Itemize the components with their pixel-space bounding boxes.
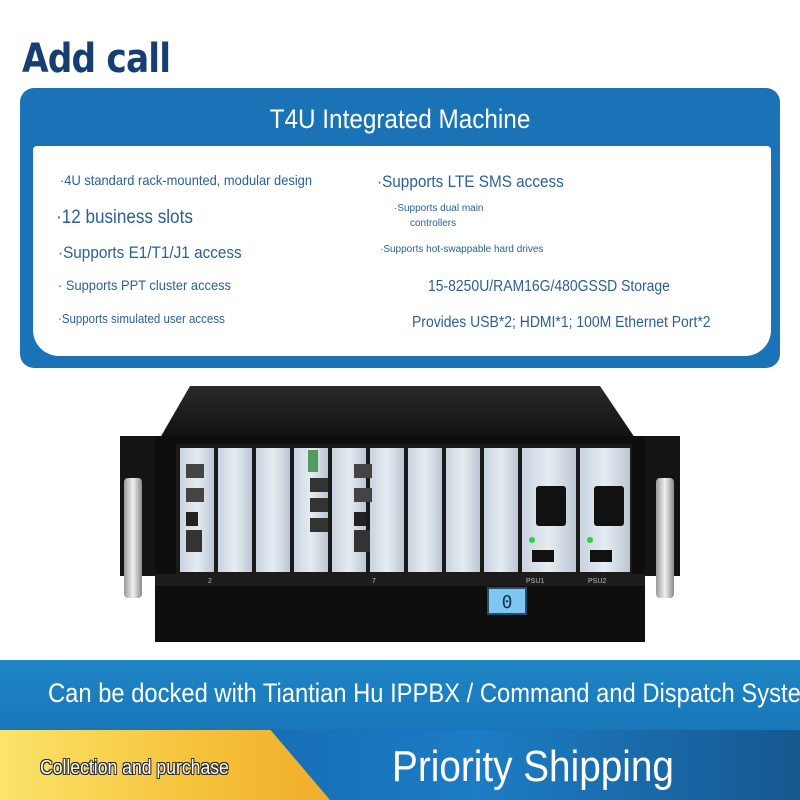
collection-purchase-label[interactable]: Collection and purchase	[40, 757, 229, 779]
feature-simulated-user: ·Supports simulated user access	[58, 312, 225, 326]
feature-e1-t1-j1: ·Supports E1/T1/J1 access	[58, 243, 242, 262]
card-title: T4U Integrated Machine	[269, 104, 531, 134]
feature-dual-main-line1: ·Supports dual main	[394, 203, 484, 214]
feature-ports: Provides USB*2; HDMI*1; 100M Ethernet Po…	[412, 314, 711, 331]
feature-dual-main: ·Supports dual main controllers	[394, 201, 484, 231]
slot-label-2: 2	[208, 578, 212, 585]
dock-banner	[0, 660, 800, 730]
slot-label-7: 7	[372, 578, 376, 585]
feature-dual-main-line2: controllers	[410, 218, 457, 229]
priority-shipping-label: Priority Shipping	[392, 742, 674, 791]
feature-ppt-cluster: · Supports PPT cluster access	[58, 277, 232, 293]
feature-rack-mount: ·4U standard rack-mounted, modular desig…	[60, 172, 313, 188]
lcd-display: 0	[502, 592, 513, 613]
feature-lte-sms: ·Supports LTE SMS access	[377, 172, 564, 191]
feature-list-panel	[33, 146, 771, 356]
slot-label-psu2: PSU2	[588, 578, 606, 585]
collect-tab[interactable]	[0, 730, 330, 800]
feature-business-slots: ·12 business slots	[56, 207, 193, 228]
feature-hot-swap: ·Supports hot-swappable hard drives	[380, 244, 544, 255]
feature-spec: 15-8250U/RAM16G/480GSSD Storage	[428, 278, 670, 295]
product-image: 2 7 PSU1 PSU2 0	[120, 386, 680, 642]
slot-label-psu1: PSU1	[526, 578, 544, 585]
page-title: Add call	[22, 36, 171, 82]
dock-banner-text: Can be docked with Tiantian Hu IPPBX / C…	[48, 678, 800, 708]
